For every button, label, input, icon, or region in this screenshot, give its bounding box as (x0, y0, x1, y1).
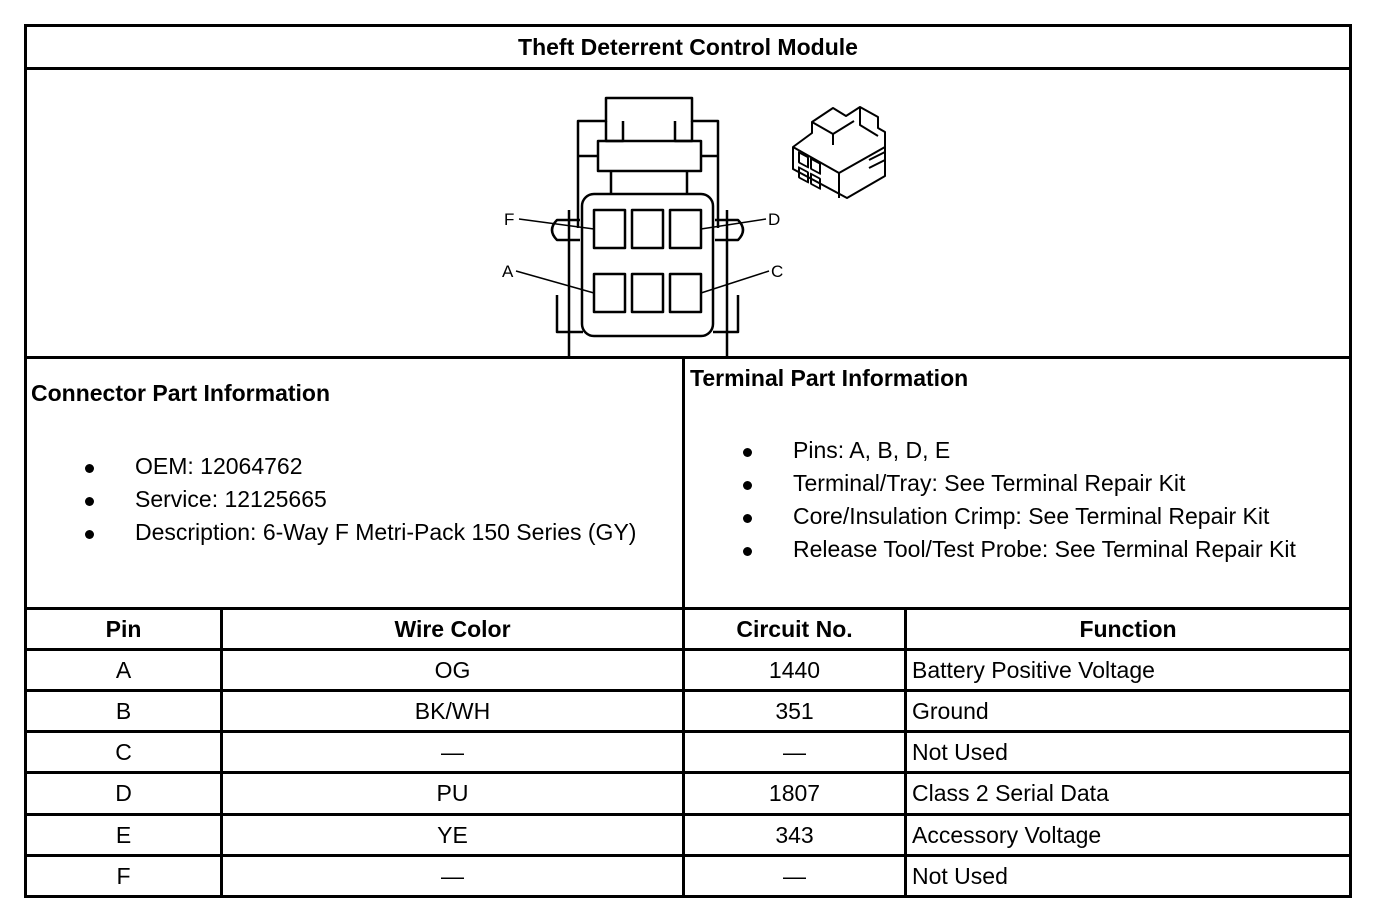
circuit-cell: — (783, 738, 806, 765)
column-header-function: Function (1079, 615, 1177, 642)
column-header-pin: Pin (105, 615, 142, 642)
pin-label-d: D (768, 210, 780, 229)
divider (682, 359, 685, 609)
connector-info-heading: Connector Part Information (31, 380, 331, 406)
wire-color-cell: BK/WH (414, 697, 491, 724)
divider (682, 607, 685, 895)
function-cell: Class 2 Serial Data (912, 780, 1109, 806)
terminal-info-heading: Terminal Part Information (690, 365, 969, 391)
bullet-icon (743, 481, 752, 490)
bullet-icon (85, 464, 94, 473)
pin-cell: C (115, 738, 132, 765)
divider (27, 730, 1349, 733)
pin-label-c: C (771, 262, 783, 281)
divider (220, 607, 223, 895)
bullet-icon (743, 514, 752, 523)
bullet-icon (85, 530, 94, 539)
divider (27, 607, 1349, 610)
circuit-cell: 351 (775, 697, 814, 724)
wire-color-cell: OG (434, 656, 471, 683)
connector-face-diagram: F D A C (502, 96, 886, 360)
pin-label-a: A (502, 262, 514, 281)
pin-cell: B (115, 697, 132, 724)
pin-cell: F (116, 862, 131, 889)
divider (27, 854, 1349, 857)
column-header-circuit-no: Circuit No. (736, 615, 853, 642)
function-cell: Not Used (912, 862, 1008, 889)
function-cell: Not Used (912, 738, 1008, 765)
pin-label-f: F (504, 210, 514, 229)
divider (27, 67, 1349, 70)
wire-color-cell: — (441, 862, 464, 889)
divider (27, 356, 1349, 359)
pin-cell: A (115, 656, 132, 683)
circuit-cell: — (783, 862, 806, 889)
divider (27, 689, 1349, 692)
bullet-icon (743, 547, 752, 556)
divider (904, 607, 907, 895)
column-header-wire-color: Wire Color (394, 615, 511, 642)
function-cell: Accessory Voltage (912, 821, 1102, 848)
wire-color-cell: YE (437, 821, 468, 848)
function-cell: Ground (912, 697, 989, 724)
connector-diagram-area: F D A C (27, 70, 1349, 360)
wire-color-cell: PU (436, 780, 469, 806)
function-cell: Battery Positive Voltage (912, 656, 1155, 683)
pinout-sheet: Theft Deterrent Control Module (24, 24, 1352, 898)
divider (27, 813, 1349, 816)
wire-color-cell: — (441, 738, 464, 765)
circuit-cell: 1807 (768, 780, 821, 806)
connector-isometric-icon (792, 106, 886, 199)
divider (27, 648, 1349, 651)
bullet-icon (743, 448, 752, 457)
bullet-icon (85, 497, 94, 506)
circuit-cell: 343 (775, 821, 814, 848)
circuit-cell: 1440 (768, 656, 821, 683)
divider (27, 771, 1349, 774)
pin-cell: D (115, 780, 132, 806)
pin-cell: E (115, 821, 132, 848)
document-title: Theft Deterrent Control Module (518, 33, 858, 60)
